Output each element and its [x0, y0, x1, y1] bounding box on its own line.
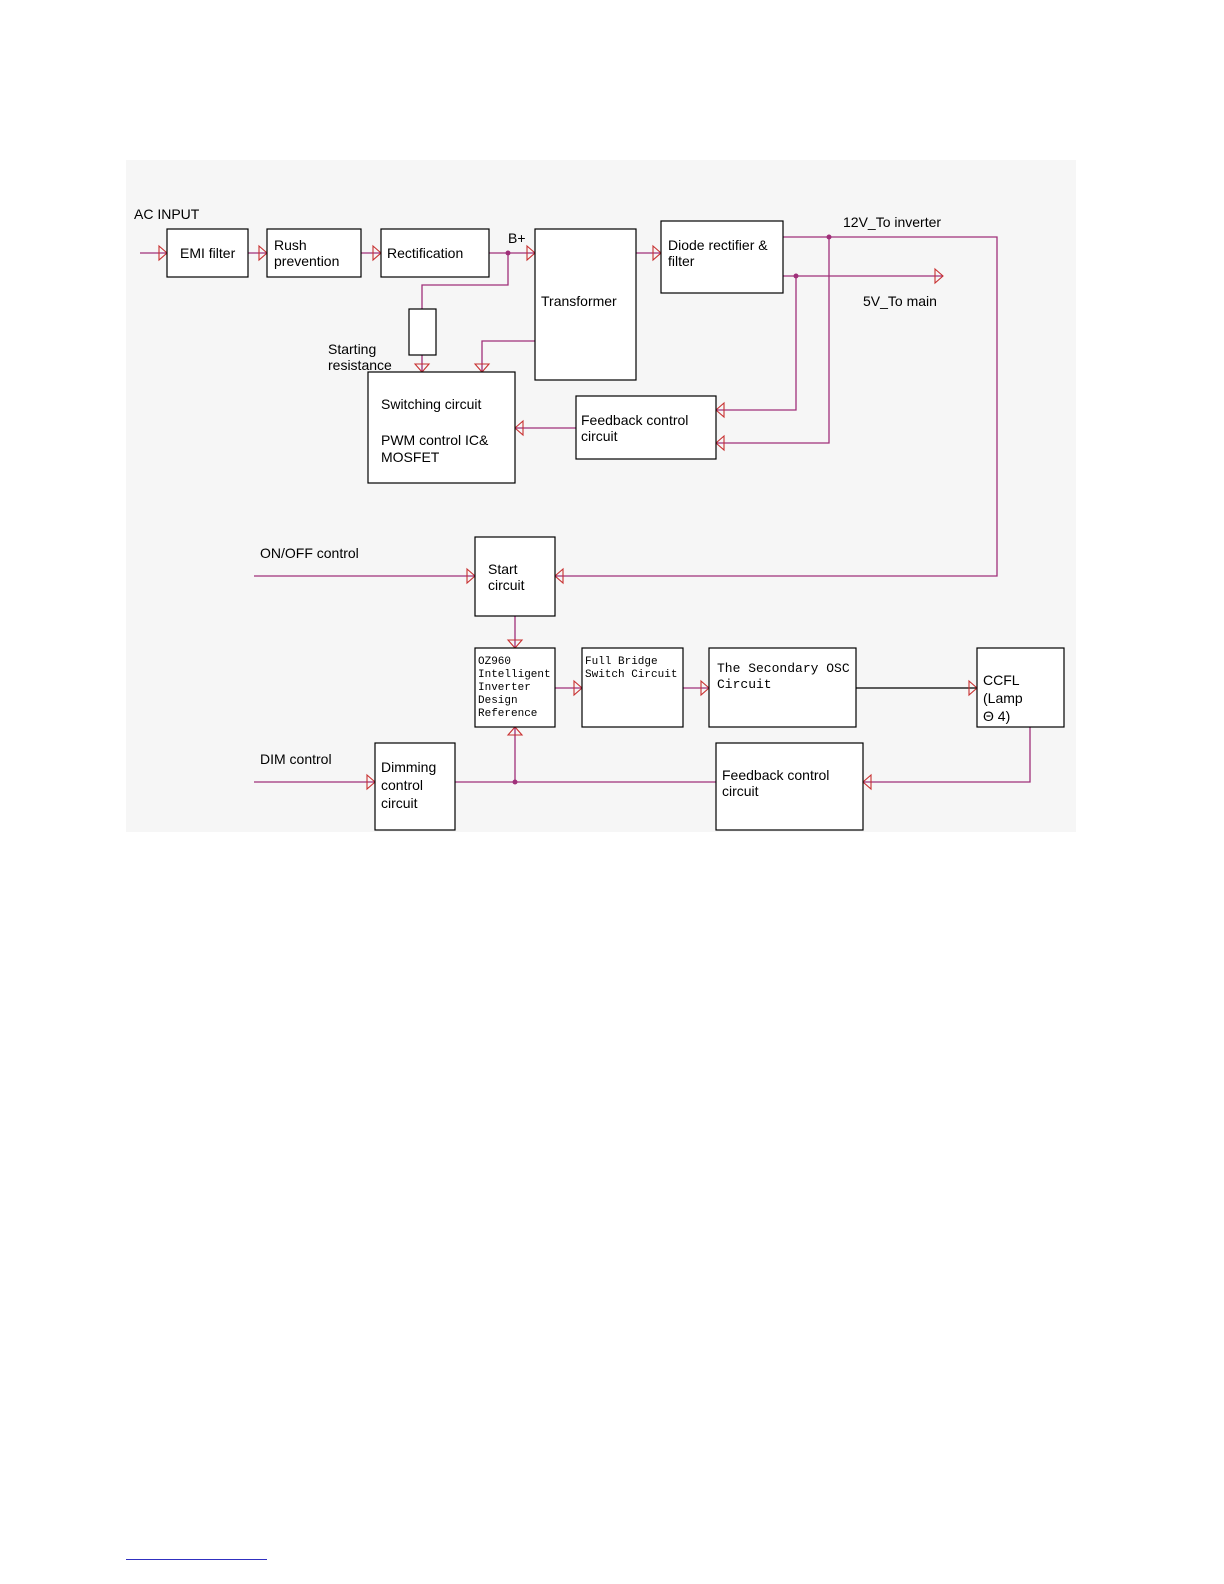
emi-filter-box [166, 228, 249, 278]
oz960-box [474, 647, 556, 728]
arrow-into-feedback-top-1 [715, 401, 725, 419]
junctions [505, 234, 832, 785]
label-12v-to-inverter: 12V_To inverter [843, 214, 941, 230]
dimming-label-2: control [381, 777, 423, 793]
emi-filter-label: EMI filter [180, 245, 236, 261]
feedback-top-label-1: Feedback control [581, 412, 688, 428]
blocks [166, 220, 1065, 831]
wire-transformer-switching [481, 340, 535, 372]
switching-circuit-label-4: MOSFET [381, 449, 440, 465]
label-b-plus: B+ [508, 230, 526, 246]
ccfl-label-1: CCFL [983, 672, 1020, 688]
arrow-into-ccfl [968, 679, 978, 697]
arrow-transformer-into-switching [473, 363, 491, 373]
labels: AC INPUT B+ 12V_To inverter 5V_To main S… [134, 206, 941, 767]
dimming-label-1: Dimming [381, 759, 436, 775]
diode-rectifier-box [660, 220, 784, 294]
label-ac-input: AC INPUT [134, 206, 200, 222]
block-texts: EMI filter Rush prevention Rectification… [180, 237, 1023, 811]
arrow-onoff-into-start [466, 567, 476, 585]
ccfl-label-3: Θ 4) [983, 708, 1010, 724]
wire-12v-feedback [716, 237, 830, 444]
junction-dim [512, 779, 518, 785]
arrow-up-into-oz960 [506, 726, 524, 736]
dimming-control-box [374, 742, 456, 831]
label-5v-to-main: 5V_To main [863, 293, 937, 309]
label-dim-control: DIM control [260, 751, 332, 767]
wires [140, 236, 1031, 783]
footnote-separator [126, 1559, 267, 1560]
diode-rectifier-label-2: filter [668, 253, 695, 269]
secondary-osc-label-1: The Secondary OSC [717, 661, 850, 676]
secondary-osc-label-2: Circuit [717, 677, 772, 692]
junction-5v [793, 273, 799, 279]
rectification-label: Rectification [387, 245, 463, 261]
switching-circuit-label-3: PWM control IC& [381, 432, 489, 448]
arrow-into-feedback-bottom [862, 773, 872, 791]
starting-resistor [408, 308, 437, 356]
dimming-label-3: circuit [381, 795, 418, 811]
wire-bplus-resistor [421, 253, 509, 309]
full-bridge-box [581, 647, 684, 728]
start-circuit-box [474, 536, 556, 617]
switching-circuit-label-1: Switching circuit [381, 396, 481, 412]
arrow-into-oz960 [506, 639, 524, 649]
ccfl-label-2: (Lamp [983, 690, 1023, 706]
label-onoff-control: ON/OFF control [260, 545, 359, 561]
wire-5v-feedback [716, 276, 797, 411]
arrowheads [158, 244, 978, 791]
secondary-osc-box [708, 647, 857, 728]
arrow-into-dimming [366, 773, 376, 791]
oz960-label-5: Reference [478, 708, 537, 720]
feedback-bottom-label-1: Feedback control [722, 767, 829, 783]
feedback-control-bottom-box [715, 742, 864, 831]
start-circuit-label-1: Start [488, 561, 518, 577]
full-bridge-label-1: Full Bridge [585, 656, 658, 668]
feedback-top-label-2: circuit [581, 428, 618, 444]
ccfl-box [976, 647, 1065, 728]
diode-rectifier-label-1: Diode rectifier & [668, 237, 768, 253]
arrow-into-rect [372, 244, 382, 262]
rush-prevention-label-1: Rush [274, 237, 307, 253]
arrow-into-transformer [526, 244, 536, 262]
arrow-into-diode [652, 244, 662, 262]
arrow-5v-out [934, 267, 944, 285]
arrow-into-rush [258, 244, 268, 262]
feedback-control-top-box [575, 395, 717, 460]
oz960-label-1: OZ960 [478, 656, 511, 668]
label-starting-resistance-2: resistance [328, 357, 392, 373]
rush-prevention-box [266, 228, 362, 278]
arrow-into-fullbridge [573, 679, 583, 697]
switching-circuit-box [367, 371, 516, 484]
junction-12v [826, 234, 832, 240]
oz960-label-4: Design [478, 695, 518, 707]
start-circuit-label-2: circuit [488, 577, 525, 593]
transformer-label: Transformer [541, 293, 617, 309]
oz960-label-3: Inverter [478, 682, 531, 694]
feedback-bottom-label-2: circuit [722, 783, 759, 799]
label-starting-resistance-1: Starting [328, 341, 376, 357]
oz960-label-2: Intelligent [478, 669, 551, 681]
transformer-box [534, 228, 637, 381]
arrow-12v-into-start [554, 567, 564, 585]
full-bridge-label-2: Switch Circuit [585, 669, 677, 681]
junction-bplus [505, 250, 511, 256]
arrow-into-emi [158, 244, 168, 262]
arrow-into-feedback-top-2 [715, 434, 725, 452]
arrow-into-secondary [700, 679, 710, 697]
wire-ccfl-feedback [863, 727, 1031, 783]
arrow-resistor-into-switching [413, 363, 431, 373]
arrow-into-switching [514, 419, 524, 437]
rectification-box [380, 228, 490, 278]
wire-12v-out [555, 236, 998, 577]
rush-prevention-label-2: prevention [274, 253, 339, 269]
